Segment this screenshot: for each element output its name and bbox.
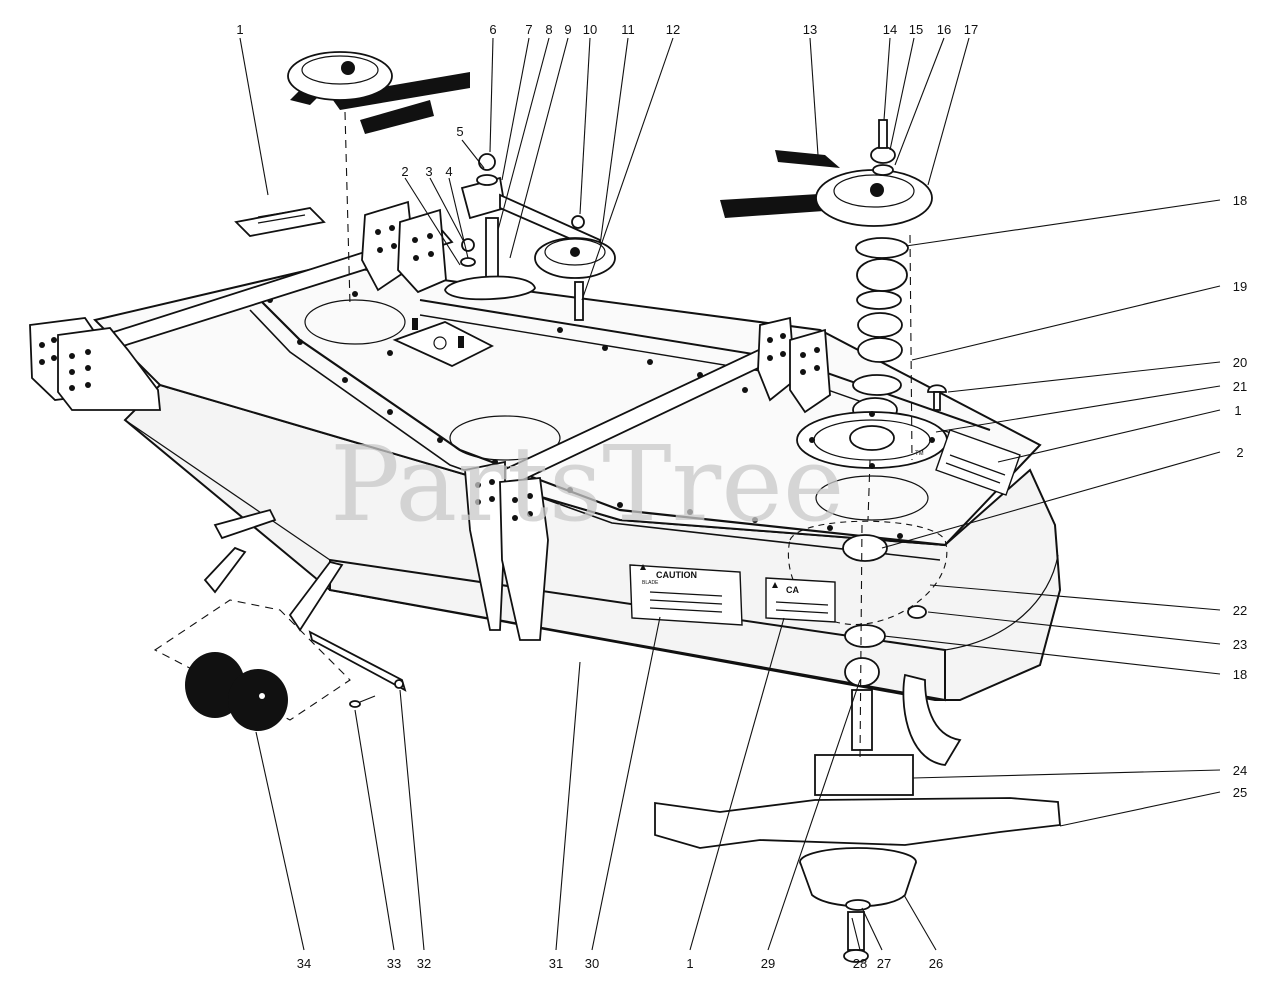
callout-12: 12 — [666, 22, 680, 37]
callout-21: 21 — [1233, 379, 1247, 394]
callout-18-top: 18 — [1233, 193, 1247, 208]
deck-rivets — [267, 291, 903, 539]
callout-26: 26 — [929, 956, 943, 971]
idler-assembly — [444, 153, 616, 321]
callout-19: 19 — [1233, 279, 1247, 294]
callout-2-top: 2 — [401, 164, 408, 179]
watermark-trademark: TM — [915, 451, 924, 457]
callout-14: 14 — [883, 22, 897, 37]
bracket-holes — [39, 225, 820, 521]
callout-20: 20 — [1233, 355, 1247, 370]
callout-22: 22 — [1233, 603, 1247, 618]
callout-28: 28 — [853, 956, 867, 971]
callout-29: 29 — [761, 956, 775, 971]
callout-1-bottom: 1 — [686, 956, 693, 971]
decal-caution-small-title: CA — [786, 585, 799, 595]
decal-caution-right: CA — [765, 577, 836, 623]
callout-7: 7 — [525, 22, 532, 37]
callout-34: 34 — [297, 956, 311, 971]
callout-8: 8 — [545, 22, 552, 37]
callout-32: 32 — [417, 956, 431, 971]
callout-6: 6 — [489, 22, 496, 37]
callout-1-right: 1 — [1234, 403, 1241, 418]
decal-caution-blade: CAUTION BLADE — [629, 564, 743, 626]
callout-33: 33 — [387, 956, 401, 971]
hanger-bars — [29, 200, 831, 641]
callout-30: 30 — [585, 956, 599, 971]
callout-2-right: 2 — [1236, 445, 1243, 460]
callout-18-right: 18 — [1233, 667, 1247, 682]
callout-24: 24 — [1233, 763, 1247, 778]
leader-lines — [239, 37, 1221, 951]
callout-15: 15 — [909, 22, 923, 37]
callout-17: 17 — [964, 22, 978, 37]
callout-13: 13 — [803, 22, 817, 37]
callout-16: 16 — [937, 22, 951, 37]
rear-wheel-assembly — [153, 508, 407, 731]
callout-11: 11 — [621, 22, 635, 37]
decal-blade-sub: BLADE — [642, 580, 659, 586]
callout-27: 27 — [877, 956, 891, 971]
decal-caution-rear — [234, 207, 326, 237]
left-pulley-belt — [287, 51, 470, 306]
callout-1-top: 1 — [236, 22, 243, 37]
decal-caution-deck-right — [935, 429, 1021, 496]
callout-9: 9 — [564, 22, 571, 37]
callout-31: 31 — [549, 956, 563, 971]
callout-25: 25 — [1233, 785, 1247, 800]
callout-10: 10 — [583, 22, 597, 37]
decal-caution-title: CAUTION — [656, 570, 697, 580]
watermark-text: PartsTree — [330, 423, 844, 545]
callout-4: 4 — [445, 164, 452, 179]
right-spindle — [720, 119, 948, 521]
callout-23: 23 — [1233, 637, 1247, 652]
callout-3: 3 — [425, 164, 432, 179]
callout-numbers: 1 6 7 8 9 10 11 12 13 14 15 16 17 5 2 3 … — [236, 22, 1247, 971]
blade-spindle — [654, 520, 1061, 963]
watermark: PartsTree TM — [330, 423, 924, 545]
callout-5: 5 — [456, 124, 463, 139]
